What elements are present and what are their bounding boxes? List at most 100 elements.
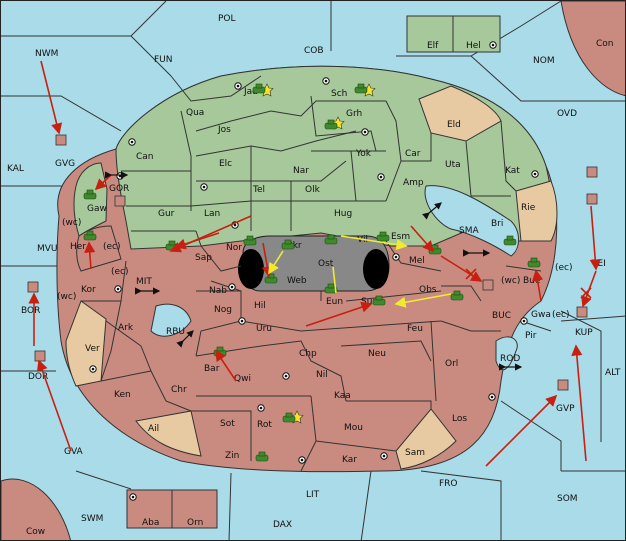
svg-text:Kat: Kat xyxy=(505,166,520,176)
supply-center-icon xyxy=(377,173,385,181)
supply-center-icon xyxy=(489,41,497,49)
svg-text:Orn: Orn xyxy=(187,518,203,528)
army-unit-icon xyxy=(255,451,269,462)
svg-text:Car: Car xyxy=(405,149,421,159)
fleet-unit-icon xyxy=(586,166,598,178)
army-unit-icon xyxy=(354,83,368,94)
region-Ail[interactable] xyxy=(135,410,202,457)
svg-text:Mou: Mou xyxy=(344,423,363,433)
svg-text:DAX: DAX xyxy=(273,520,292,530)
lake-RBU xyxy=(150,303,192,337)
svg-text:LIT: LIT xyxy=(306,490,320,500)
svg-text:FUN: FUN xyxy=(154,55,173,65)
supply-center-icon xyxy=(298,456,306,464)
svg-text:Pir: Pir xyxy=(525,331,537,341)
svg-text:ALT: ALT xyxy=(605,368,621,378)
svg-text:Ost: Ost xyxy=(318,259,334,269)
svg-text:Ark: Ark xyxy=(118,323,134,333)
svg-text:DOR: DOR xyxy=(28,372,48,382)
army-unit-icon xyxy=(376,231,390,242)
svg-text:NWM: NWM xyxy=(35,49,58,59)
supply-center-icon xyxy=(114,285,122,293)
svg-text:Neu: Neu xyxy=(368,349,386,359)
svg-text:KUP: KUP xyxy=(575,328,593,338)
army-unit-icon xyxy=(252,83,266,94)
black-hole-east xyxy=(363,249,389,289)
svg-text:(ec): (ec) xyxy=(552,310,570,320)
army-unit-icon xyxy=(324,234,338,245)
svg-text:NOM: NOM xyxy=(533,56,555,66)
fleet-unit-icon xyxy=(482,279,494,291)
svg-text:Sot: Sot xyxy=(220,419,235,429)
svg-text:Cow: Cow xyxy=(26,527,45,537)
region-Con[interactable] xyxy=(560,1,626,96)
svg-text:(ec): (ec) xyxy=(111,267,129,277)
svg-text:BOR: BOR xyxy=(21,306,40,316)
fleet-units xyxy=(27,134,598,391)
svg-text:(wc): (wc) xyxy=(57,292,76,302)
svg-text:Uru: Uru xyxy=(256,324,272,334)
svg-text:Ver: Ver xyxy=(85,344,100,354)
fleet-unit-icon xyxy=(586,193,598,205)
svg-text:Rie: Rie xyxy=(521,203,536,213)
army-unit-icon xyxy=(450,290,464,301)
svg-text:Web: Web xyxy=(287,276,307,286)
region-Eld[interactable] xyxy=(418,85,502,142)
army-unit-icon xyxy=(83,230,97,241)
region-Ver[interactable] xyxy=(65,300,107,387)
supply-center-icon xyxy=(128,138,136,146)
svg-text:OVD: OVD xyxy=(557,109,577,119)
svg-text:Elf: Elf xyxy=(427,41,439,51)
svg-text:Skr: Skr xyxy=(287,241,302,251)
svg-text:MIT: MIT xyxy=(136,277,152,287)
svg-text:SMA: SMA xyxy=(459,226,479,236)
svg-text:TEI: TEI xyxy=(591,259,606,269)
army-unit-icon xyxy=(527,257,541,268)
region-Cow[interactable] xyxy=(1,478,71,541)
svg-text:Obs: Obs xyxy=(419,285,437,295)
supply-center-icon xyxy=(361,128,369,136)
retreat-cross-icon xyxy=(580,287,592,299)
svg-text:RBU: RBU xyxy=(166,327,185,337)
svg-text:Chp: Chp xyxy=(299,349,317,359)
supply-center-icon xyxy=(228,283,236,291)
svg-text:Amp: Amp xyxy=(403,178,424,188)
supply-centers xyxy=(89,41,539,501)
supply-center-icon xyxy=(89,365,97,373)
svg-text:Jos: Jos xyxy=(217,125,231,135)
svg-text:Qua: Qua xyxy=(186,108,204,118)
fleet-unit-icon xyxy=(34,350,46,362)
svg-text:KAL: KAL xyxy=(7,164,24,174)
svg-text:Ail: Ail xyxy=(148,424,159,434)
army-unit-icon xyxy=(324,283,338,294)
svg-text:Sam: Sam xyxy=(405,448,425,458)
svg-text:SWM: SWM xyxy=(81,514,103,524)
svg-text:GVA: GVA xyxy=(64,447,84,457)
svg-text:Nor: Nor xyxy=(226,243,242,253)
region-Rie[interactable] xyxy=(515,180,558,242)
svg-text:Zin: Zin xyxy=(225,451,239,461)
black-hole-west xyxy=(238,249,264,289)
region-Sam[interactable] xyxy=(395,408,457,470)
region-labels: POL COB FUN NWM NOM Con OVD KAL GOR MVU … xyxy=(7,14,621,537)
svg-text:Hug: Hug xyxy=(334,209,352,219)
army-unit-icon xyxy=(324,119,338,130)
svg-text:Bue: Bue xyxy=(523,276,541,286)
supply-center-icon xyxy=(282,372,290,380)
svg-text:Orl: Orl xyxy=(445,359,458,369)
supply-center-icon xyxy=(488,393,496,401)
supply-center-icon xyxy=(257,404,265,412)
svg-text:Rot: Rot xyxy=(257,420,272,430)
svg-text:Gur: Gur xyxy=(158,209,175,219)
svg-text:(wc): (wc) xyxy=(501,276,520,286)
army-units xyxy=(83,83,541,462)
svg-text:BUC: BUC xyxy=(492,311,511,321)
svg-text:ROD: ROD xyxy=(500,354,520,364)
fleet-unit-icon xyxy=(114,195,126,207)
svg-text:Tel: Tel xyxy=(252,185,265,195)
svg-text:Eld: Eld xyxy=(447,120,461,130)
supply-center-icon xyxy=(129,493,137,501)
supply-center-icon xyxy=(520,317,528,325)
svg-text:Uta: Uta xyxy=(445,160,461,170)
